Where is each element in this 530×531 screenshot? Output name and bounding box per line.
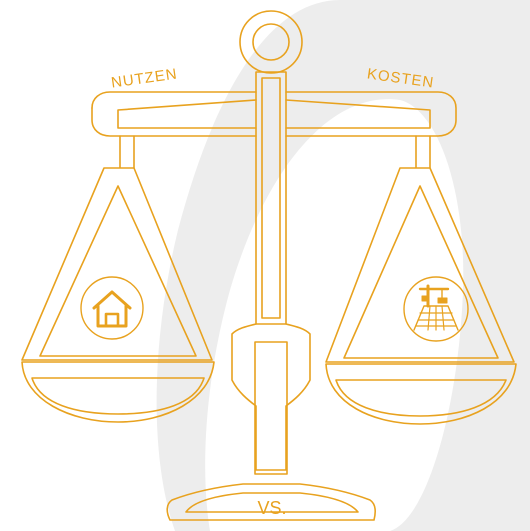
- right-pan: [325, 135, 517, 425]
- scale-base: [166, 483, 376, 521]
- label-nutzen: NUTZEN: [110, 65, 179, 91]
- scale-beam: [91, 91, 457, 137]
- house-icon: [80, 276, 144, 340]
- construction-crane-icon: [403, 276, 469, 342]
- top-ring: [239, 10, 303, 74]
- background-shape: [156, 0, 530, 531]
- left-pan: [21, 135, 215, 423]
- central-pillar: [231, 71, 311, 475]
- label-vs: VS.: [257, 498, 286, 518]
